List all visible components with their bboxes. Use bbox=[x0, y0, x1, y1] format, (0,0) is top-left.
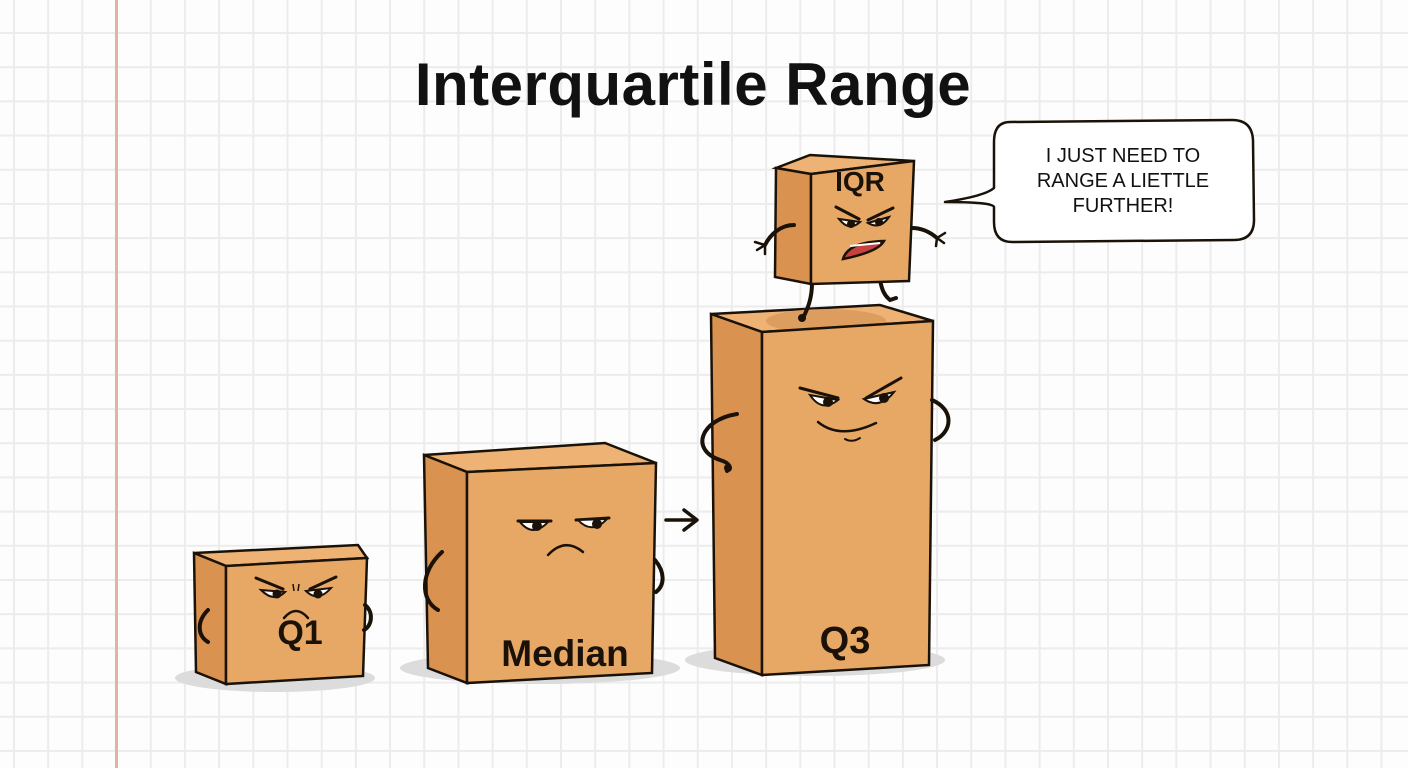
q3-face bbox=[798, 376, 903, 442]
q1-left-arm bbox=[197, 608, 210, 644]
arrow-icon bbox=[664, 508, 699, 532]
median-label: Median bbox=[501, 633, 629, 674]
notebook-margin-line bbox=[115, 0, 118, 768]
q1-face bbox=[254, 575, 338, 620]
iqr-label: IQR bbox=[835, 166, 885, 197]
q1-right-arm bbox=[362, 603, 373, 632]
q3-box bbox=[700, 303, 951, 677]
median-box bbox=[422, 441, 665, 685]
speech-bubble-text: I JUST NEED TO RANGE A LIETTLE FURTHER! bbox=[1036, 144, 1210, 217]
median-face bbox=[516, 516, 611, 557]
speech-bubble-shape bbox=[943, 118, 1256, 244]
page-title: Interquartile Range bbox=[414, 51, 972, 118]
q1-label: Q1 bbox=[277, 614, 323, 652]
iqr-face bbox=[834, 205, 895, 261]
q1-box bbox=[192, 543, 373, 686]
q3-label: Q3 bbox=[819, 620, 871, 662]
iqr-box bbox=[753, 153, 947, 322]
